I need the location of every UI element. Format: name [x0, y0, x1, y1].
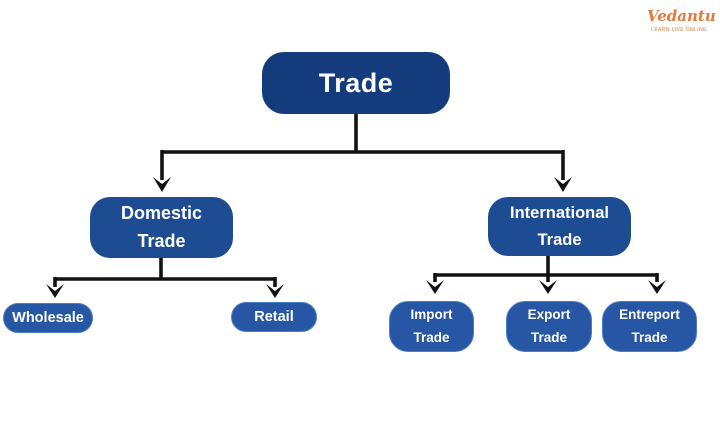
international-trade-node-label: International Trade [509, 204, 609, 249]
connector-international-to-leaves [426, 255, 666, 294]
trade-node-label: Trade [318, 67, 394, 98]
vedantu-logo-tagline: Learn LIVE Online [651, 26, 707, 33]
connector-domestic-to-leaves [46, 257, 284, 298]
export-trade-node-label: Export Trade [527, 307, 571, 345]
connector-root-to-branches [153, 113, 572, 192]
arrow-down-icon [648, 280, 666, 294]
entreport-trade-node-label: Entreport Trade [619, 307, 680, 345]
import-trade-node: Import Trade [389, 301, 474, 352]
export-trade-node: Export Trade [506, 301, 592, 352]
domestic-trade-node-label: Domestic Trade [120, 202, 203, 251]
import-trade-node-label: Import Trade [410, 307, 453, 345]
wholesale-node-label: Wholesale [12, 310, 84, 326]
arrow-down-icon [153, 177, 171, 192]
retail-node-label: Retail [254, 309, 294, 325]
arrow-down-icon [46, 284, 64, 298]
retail-node: Retail [231, 302, 317, 332]
vedantu-logo: Vedantu Learn LIVE Online [647, 7, 716, 33]
entreport-trade-node: Entreport Trade [602, 301, 697, 352]
domestic-trade-node: Domestic Trade [90, 197, 233, 258]
wholesale-node: Wholesale [3, 303, 93, 333]
arrow-down-icon [554, 177, 572, 192]
trade-node: Trade [262, 52, 450, 114]
arrow-down-icon [266, 284, 284, 298]
international-trade-node: International Trade [488, 197, 631, 256]
vedantu-logo-text: Vedantu [647, 7, 716, 25]
arrow-down-icon [539, 280, 557, 294]
arrow-down-icon [426, 280, 444, 294]
